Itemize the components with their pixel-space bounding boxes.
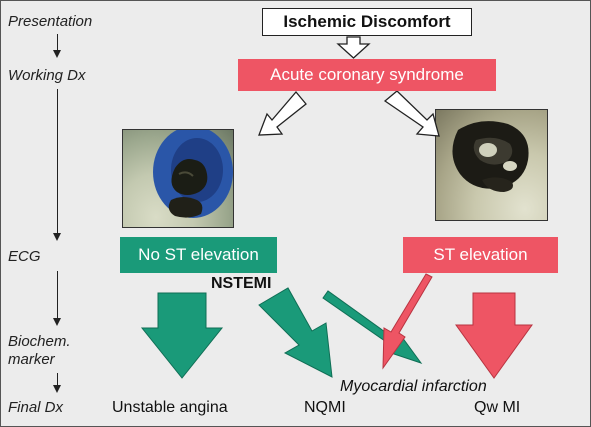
ischemic-discomfort-box: Ischemic Discomfort [262,8,472,36]
arrow-green-unstable-angina [140,292,224,379]
nqmi-label: NQMI [304,399,346,416]
arrow-green-nqmi [258,287,333,378]
arrow-green-thin-mi [322,290,423,364]
stage-final-dx: Final Dx [8,399,64,416]
arrow-acs-to-left [258,90,307,136]
stage-arrow-1-head [53,50,61,58]
stage-presentation: Presentation [8,13,93,30]
stage-arrow-3 [57,271,58,319]
stage-arrow-2-head [53,233,61,241]
arrow-red-thin-mi [382,273,433,370]
stage-working-dx: Working Dx [8,67,86,84]
unstable-angina-label: Unstable angina [112,399,228,416]
angiography-photo-right [435,109,548,221]
stage-arrow-1 [57,34,58,51]
stage-biochem-line2: marker [8,351,55,368]
angiography-photo-left [122,129,234,228]
acute-coronary-syndrome-box: Acute coronary syndrome [238,59,496,91]
stage-arrow-3-head [53,318,61,326]
stage-arrow-4-head [53,385,61,393]
arrow-red-qwmi [455,292,533,379]
qwmi-label: Qw MI [474,399,521,416]
no-st-elevation-box: No ST elevation [120,237,277,273]
stage-ecg: ECG [8,248,41,265]
arrow-acs-to-right [383,90,440,137]
stage-arrow-4 [57,373,58,386]
stage-arrow-2 [57,89,58,234]
arrow-title-to-acs [336,36,371,59]
st-elevation-box: ST elevation [403,237,558,273]
nstemi-label: NSTEMI [211,275,272,292]
myocardial-infarction-label: Myocardial infarction [340,378,487,395]
stage-biochem-line1: Biochem. [8,333,71,350]
